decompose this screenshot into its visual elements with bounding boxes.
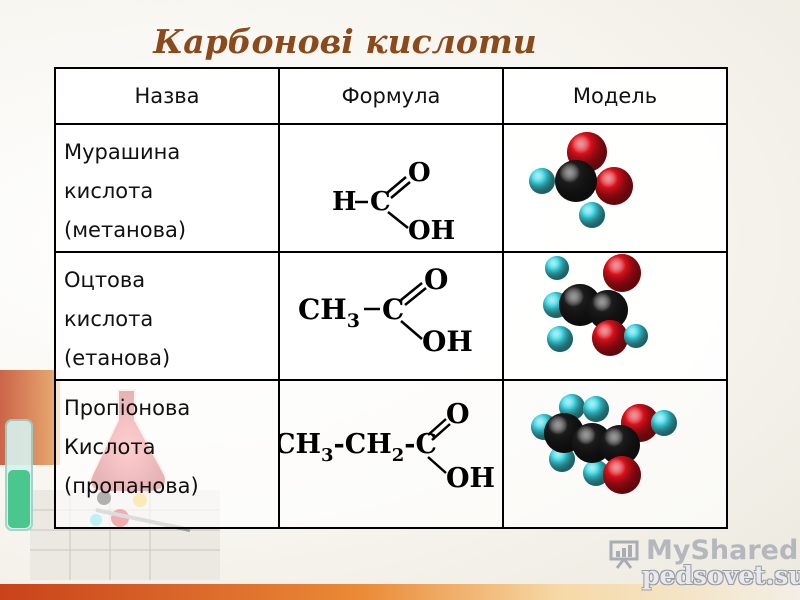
hydrogen-atom-shading bbox=[583, 396, 609, 422]
hydrogen-atom-shading bbox=[529, 168, 555, 194]
header-model: Модель bbox=[502, 67, 728, 125]
acid-name-line: Пропіонова bbox=[64, 396, 191, 420]
acid-name-line: (пропанова) bbox=[64, 474, 199, 498]
propionic-acid-ball-model bbox=[531, 394, 677, 494]
formula-cell: CH3 C O OH bbox=[278, 251, 504, 381]
carbon-atom-shading bbox=[555, 160, 597, 202]
formula-group-ch3: CH3 bbox=[298, 293, 360, 332]
acid-name-cell: Оцтова кислота (етанова) bbox=[54, 251, 280, 381]
acid-name-line: (метанова) bbox=[64, 218, 187, 242]
acid-name-cell: Мурашина кислота (метанова) bbox=[54, 123, 280, 253]
formula-atom-h: H bbox=[332, 187, 357, 217]
formula-atom-c: C bbox=[382, 293, 404, 326]
hydrogen-atom-shading bbox=[549, 446, 575, 472]
formula-atom-o: O bbox=[446, 399, 470, 430]
table-row: Оцтова кислота (етанова) CH3 C O OH bbox=[54, 251, 728, 381]
acid-name-cell: Пропіонова Кислота (пропанова) bbox=[54, 379, 280, 529]
oxygen-atom-shading bbox=[603, 456, 641, 494]
hydrogen-atom-shading bbox=[651, 410, 677, 436]
header-name: Назва bbox=[54, 67, 280, 125]
bottom-decorative-bar bbox=[0, 584, 800, 600]
formula-atom-o: O bbox=[424, 263, 448, 296]
hydrogen-atom-shading bbox=[624, 324, 648, 348]
formula-cell: H C O OH bbox=[278, 123, 504, 253]
formula-group-oh: OH bbox=[446, 463, 495, 494]
acid-name-line: Оцтова bbox=[64, 268, 146, 292]
oxygen-atom-shading bbox=[603, 254, 641, 292]
presentation-board-icon bbox=[609, 540, 639, 569]
formula-group-ch3-ch2: CH3-CH2-C bbox=[280, 429, 437, 466]
hydrogen-atom-shading bbox=[547, 326, 573, 352]
watermark-site: pedsovet.su bbox=[642, 561, 800, 590]
table-header-row: Назва Формула Модель bbox=[54, 67, 728, 125]
watermark-brand: MyShared bbox=[646, 535, 799, 566]
acetic-acid-structural-formula: CH3 C O OH bbox=[298, 263, 473, 358]
acetic-acid-ball-model bbox=[543, 254, 648, 356]
acid-name-line: (етанова) bbox=[64, 346, 171, 370]
formula-group-oh: OH bbox=[408, 216, 455, 243]
model-cell bbox=[502, 379, 728, 529]
formula-atom-o: O bbox=[408, 158, 431, 188]
model-cell bbox=[502, 251, 728, 381]
formic-acid-ball-model bbox=[529, 132, 633, 228]
acid-name-line: кислота bbox=[64, 179, 154, 203]
hydrogen-atom-shading bbox=[545, 256, 569, 280]
model-cell bbox=[502, 123, 728, 253]
oxygen-atom-shading bbox=[595, 167, 633, 205]
formic-acid-structural-formula: H C O OH bbox=[332, 158, 455, 243]
hydrogen-atom-shading bbox=[583, 460, 609, 486]
carbon-atom-shading bbox=[600, 425, 640, 465]
acid-name-line: Мурашина bbox=[64, 140, 181, 164]
oxygen-atom-shading bbox=[592, 320, 628, 356]
hydrogen-atom-shading bbox=[579, 202, 605, 228]
propionic-acid-structural-formula: CH3-CH2-C O OH bbox=[280, 399, 495, 494]
formula-group-oh: OH bbox=[422, 325, 473, 358]
acid-name-line: кислота bbox=[64, 307, 154, 331]
formula-cell: CH3-CH2-C O OH bbox=[278, 379, 504, 529]
table-row: Мурашина кислота (метанова) H C O OH bbox=[54, 123, 728, 253]
acid-name-line: Кислота bbox=[64, 435, 156, 459]
carbon-atom-shading bbox=[588, 290, 628, 330]
carboxylic-acids-table: Назва Формула Модель Мурашина кислота (м… bbox=[54, 67, 728, 529]
table-row: Пропіонова Кислота (пропанова) CH3-CH2-C… bbox=[54, 379, 728, 529]
formula-atom-c: C bbox=[370, 187, 391, 217]
slide-title: Карбонові кислоти bbox=[153, 22, 537, 61]
header-formula: Формула bbox=[278, 67, 504, 125]
